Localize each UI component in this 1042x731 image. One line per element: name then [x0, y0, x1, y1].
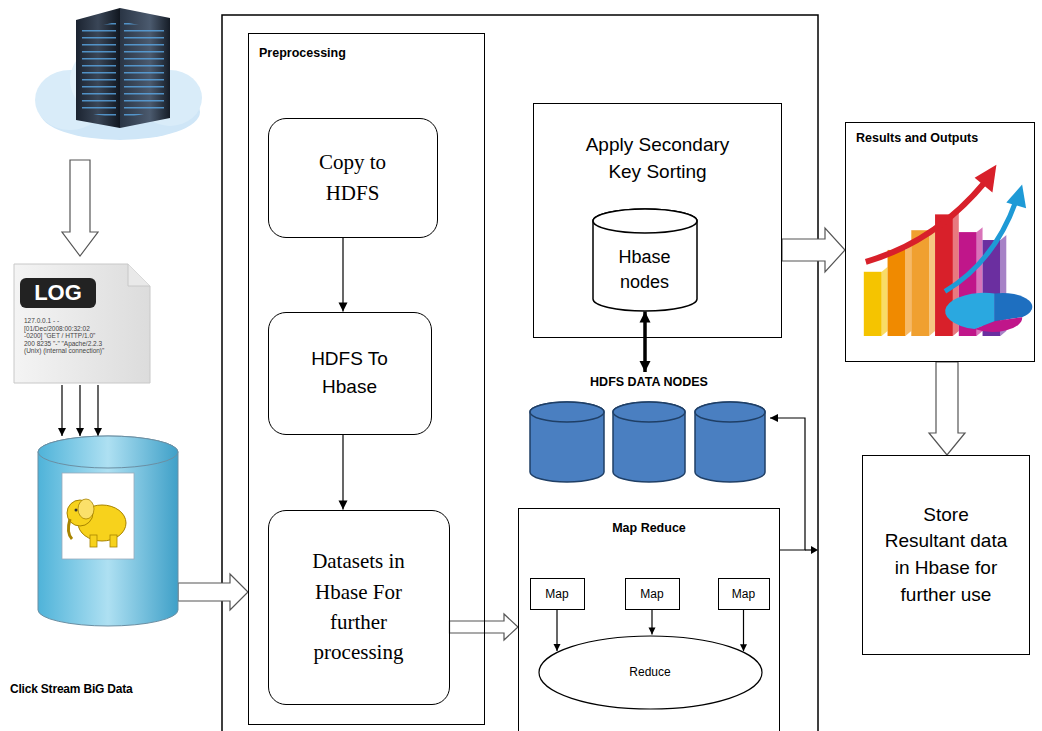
block-arrow — [178, 574, 248, 610]
data-node-group: HDFS DATA NODES — [528, 372, 770, 484]
thin-arrow — [649, 610, 656, 635]
system-frame — [222, 15, 818, 731]
flow-arrow — [62, 160, 98, 256]
map-box: Map — [718, 578, 770, 610]
map-box: Map — [530, 578, 585, 610]
log-entry-text: 127.0.0.1 - - [01/Dec/2008:00:32:02 -020… — [24, 317, 106, 355]
reduce-ellipse: Reduce — [538, 635, 763, 710]
reduce-label: Reduce — [629, 665, 670, 679]
thin-arrow — [740, 610, 747, 652]
process-label: Copy to HDFS — [307, 147, 399, 208]
box-heading: Results and Outputs — [856, 131, 978, 145]
process-label: HDFS To Hbase — [302, 345, 398, 400]
server-cloud-icon — [35, 8, 202, 140]
thin-arrow — [58, 385, 66, 436]
map-box: Map — [625, 578, 680, 610]
thin-arrow — [76, 385, 84, 436]
box-heading: Map Reduce — [519, 521, 779, 535]
database-cylinder: Hbase nodes — [592, 208, 698, 312]
thin-arrow — [339, 435, 348, 510]
block-arrow — [450, 614, 519, 640]
storage-box: Store Resultant data in Hbase for furthe… — [862, 455, 1030, 655]
panel-heading: Preprocessing — [259, 46, 346, 60]
caption-label: Click Stream BiG Data — [10, 682, 133, 696]
group-heading: HDFS DATA NODES — [528, 375, 770, 389]
hadoop-cylinder-shape — [10, 435, 180, 705]
cylinder-label: Hbase nodes — [610, 245, 680, 294]
map-label: Map — [640, 587, 663, 601]
process-box: HDFS To Hbase — [268, 312, 432, 435]
map-label: Map — [545, 587, 568, 601]
block-arrow — [782, 228, 845, 272]
block-arrow — [929, 362, 965, 455]
box-label: Store Resultant data in Hbase for furthe… — [882, 502, 1010, 608]
process-box: Datasets in Hbase For further processing — [268, 510, 450, 705]
double-arrow — [640, 312, 651, 373]
process-box: Copy to HDFS — [268, 118, 438, 238]
thin-arrow — [554, 610, 561, 651]
box-label: Apply Secondary Key Sorting — [575, 132, 740, 185]
bar-chart-illustration — [846, 123, 1034, 361]
log-file: LOG 127.0.0.1 - - [01/Dec/2008:00:32:02 -… — [10, 262, 180, 385]
results-box: Results and Outputs — [845, 122, 1035, 362]
feedback-arrow — [770, 414, 805, 550]
log-badge: LOG — [20, 278, 96, 308]
frame-output-arrow — [805, 546, 818, 554]
preprocessing-panel: PreprocessingCopy to HDFS HDFS To HbaseDa… — [248, 33, 485, 725]
thin-arrow — [339, 238, 348, 312]
sorting-box: Apply Secondary Key SortingHbase nodes — [533, 103, 782, 338]
hadoop-store-cylinder: Click Stream BiG Data — [10, 435, 180, 705]
process-label: Datasets in Hbase For further processing — [309, 546, 409, 668]
thin-arrow — [94, 385, 102, 436]
mapreduce-box: Map ReduceMap Map MapReduce — [518, 508, 780, 731]
map-label: Map — [732, 587, 755, 601]
